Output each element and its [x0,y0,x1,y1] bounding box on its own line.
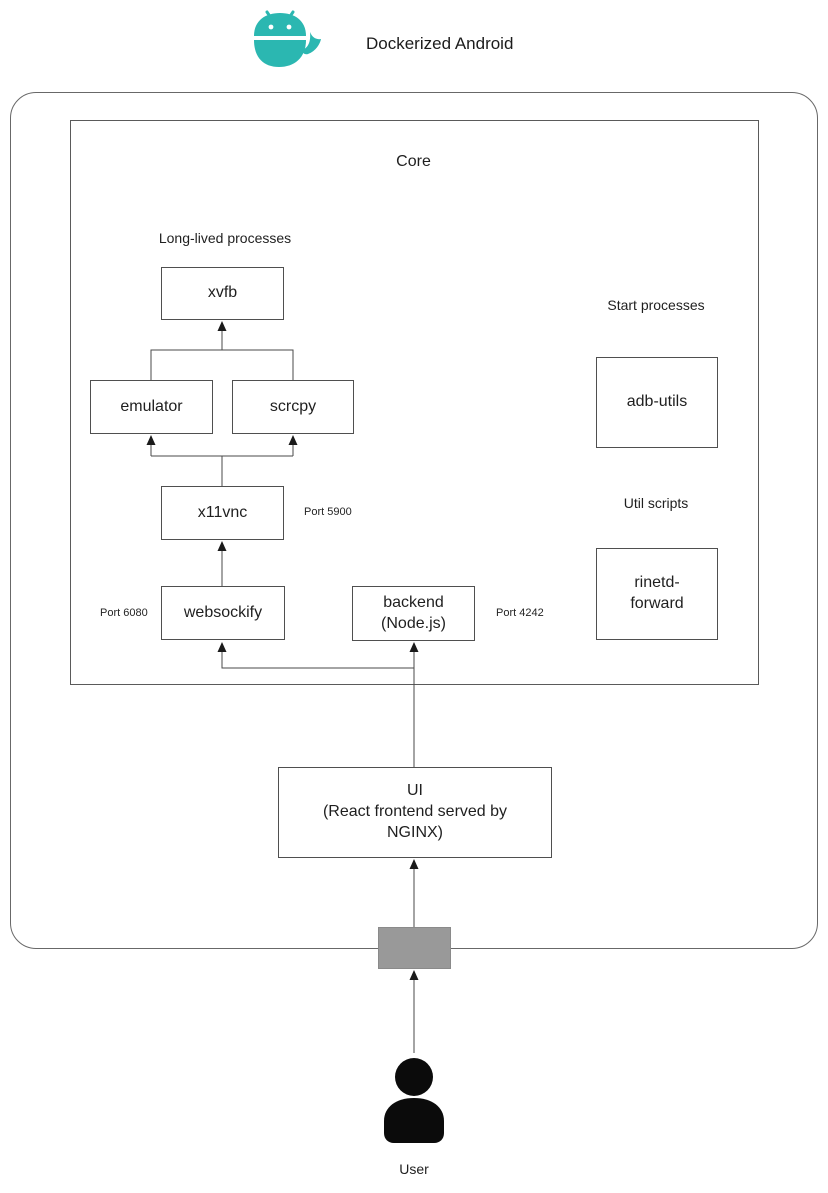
node-xvfb: xvfb [161,267,284,320]
node-websockify-label: websockify [183,603,263,621]
node-backend-nodejs: backend (Node.js) [352,586,475,641]
node-emulator: emulator [90,380,213,434]
node-adb-utils: adb-utils [596,357,718,448]
node-rinetd-forward: rinetd- forward [596,548,718,640]
node-emulator-label: emulator [120,397,183,415]
node-rinetd-label-line2: forward [630,595,684,612]
page-title: Dockerized Android [366,34,514,53]
label-long-lived-processes: Long-lived processes [158,230,292,246]
edge-user-to-gateway [409,970,419,1053]
node-backend-label-line2: (Node.js) [381,614,446,632]
node-xvfb-label: xvfb [207,284,238,302]
node-backend-label-line1: backend [383,593,444,611]
core-group-box [70,120,759,685]
node-websockify: websockify [161,586,285,640]
node-scrcpy: scrcpy [232,380,354,434]
core-group-label: Core [396,153,431,170]
node-ui-label-line1: UI [407,782,423,800]
port-label-5900: Port 5900 [304,506,352,518]
port-label-4242: Port 4242 [496,607,544,619]
node-scrcpy-label: scrcpy [269,397,317,415]
node-ui-react-nginx: UI (React frontend served by NGINX) [278,767,552,858]
node-x11vnc-label: x11vnc [197,503,248,521]
node-adb-utils-label: adb-utils [626,393,688,411]
node-rinetd-label-line1: rinetd- [634,574,680,592]
port-label-6080: Port 6080 [100,607,148,619]
label-start-processes: Start processes [607,297,705,313]
container-boundary-gateway-box [378,927,451,969]
user-label: User [399,1161,429,1177]
node-ui-label-line2: (React frontend served by NGINX) [322,803,508,841]
node-x11vnc: x11vnc [161,486,284,540]
android-whale-icon [254,10,321,67]
user-silhouette-icon [384,1058,444,1143]
label-util-scripts: Util scripts [623,495,689,511]
